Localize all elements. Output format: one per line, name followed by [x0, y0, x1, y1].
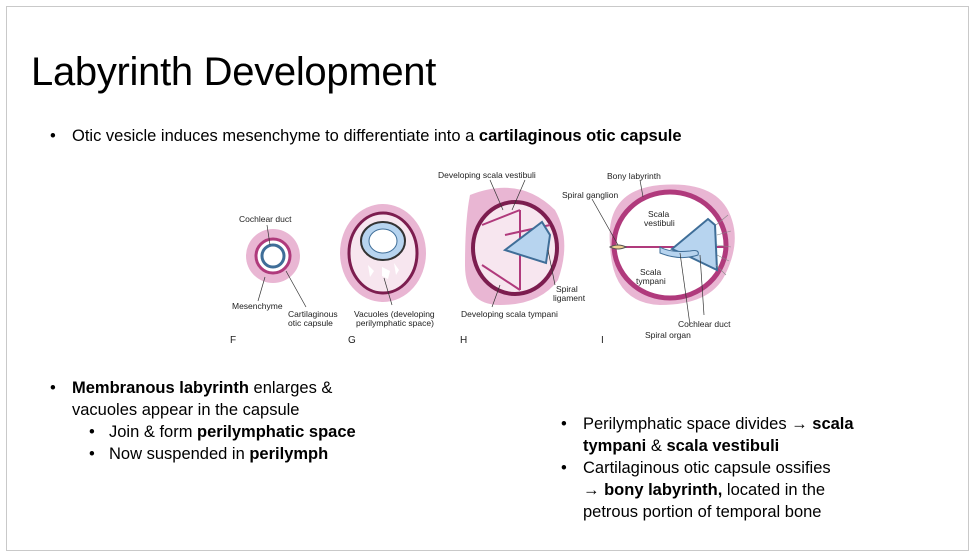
subbullet-perilymph: • Now suspended in perilymph	[109, 443, 328, 465]
f-cochlear-duct	[262, 245, 284, 267]
bullet-text-mid: &	[646, 437, 666, 455]
h-label-dev-scala-vestibuli: Developing scala vestibuli	[438, 170, 536, 180]
bullet-dot: •	[561, 457, 567, 479]
bullet-bold: → bony labyrinth,	[583, 481, 722, 499]
bullet-text: enlarges &	[249, 379, 332, 397]
bullet-bold: Membranous labyrinth	[72, 379, 249, 397]
subbullet-perilymphatic-space: • Join & form perilymphatic space	[109, 421, 356, 443]
bullet-text: Otic vesicle induces mesenchyme to diffe…	[72, 127, 479, 145]
bullet-bold: scala	[812, 415, 853, 433]
bullet-text-line3: petrous portion of temporal bone	[583, 503, 822, 521]
bullet-dot: •	[561, 413, 567, 435]
bullet-bold: perilymph	[249, 445, 328, 463]
bullet-bold: cartilaginous otic capsule	[479, 127, 682, 145]
panel-f: Cochlear duct Mesenchyme Cartilaginous o…	[230, 214, 338, 346]
bullet-dot: •	[50, 377, 56, 399]
bullet-membranous-labyrinth: • Membranous labyrinth enlarges & vacuol…	[72, 377, 332, 421]
bullet-otic-vesicle: • Otic vesicle induces mesenchyme to dif…	[72, 125, 682, 147]
bullet-dot: •	[89, 421, 95, 443]
bullet-text: Now suspended in	[109, 445, 249, 463]
h-label-dev-scala-tympani: Developing scala tympani	[461, 309, 558, 319]
f-label-cochlear-duct: Cochlear duct	[239, 214, 292, 224]
panel-letter-h: H	[460, 335, 467, 346]
i-label-spiral-organ: Spiral organ	[645, 330, 691, 340]
bullet-bold-2: tympani	[583, 437, 646, 455]
bullet-text-line2: vacuoles appear in the capsule	[72, 401, 300, 419]
panel-g: Vacuoles (developing perilymphatic space…	[340, 204, 435, 346]
f-label-mesenchyme: Mesenchyme	[232, 301, 283, 311]
h-label-spiral-ligament-2: ligament	[553, 293, 586, 303]
i-label-scala-vestibuli-2: vestibuli	[644, 218, 675, 228]
bullet-perilymphatic-divides: • Perilymphatic space divides → scala ty…	[583, 413, 854, 457]
i-label-scala-tympani-2: tympani	[636, 276, 666, 286]
panel-letter-f: F	[230, 335, 236, 346]
bullet-bold-3: scala vestibuli	[666, 437, 779, 455]
slide-title: Labyrinth Development	[31, 50, 436, 95]
panel-letter-i: I	[601, 335, 604, 346]
bullet-text: Perilymphatic space divides →	[583, 415, 812, 433]
g-label-vacuoles-2: perilymphatic space)	[356, 318, 434, 328]
panel-i: Bony labyrinth Spiral ganglion Scala ves…	[562, 171, 735, 346]
i-label-spiral-ganglion: Spiral ganglion	[562, 190, 619, 200]
f-label-capsule-2: otic capsule	[288, 318, 333, 328]
bullet-text-line2: located in the	[722, 481, 825, 499]
bullet-dot: •	[50, 125, 56, 147]
panel-letter-g: G	[348, 335, 356, 346]
i-label-cochlear-duct: Cochlear duct	[678, 319, 731, 329]
i-spiral-ganglion	[610, 245, 626, 249]
bullet-bold: perilymphatic space	[197, 423, 356, 441]
bullet-text: Join & form	[109, 423, 197, 441]
labyrinth-development-figure: Cochlear duct Mesenchyme Cartilaginous o…	[220, 165, 760, 350]
i-label-bony-labyrinth: Bony labyrinth	[607, 171, 661, 181]
bullet-dot: •	[89, 443, 95, 465]
bullet-text: Cartilaginous otic capsule ossifies	[583, 459, 831, 477]
bullet-capsule-ossifies: • Cartilaginous otic capsule ossifies → …	[583, 457, 831, 523]
